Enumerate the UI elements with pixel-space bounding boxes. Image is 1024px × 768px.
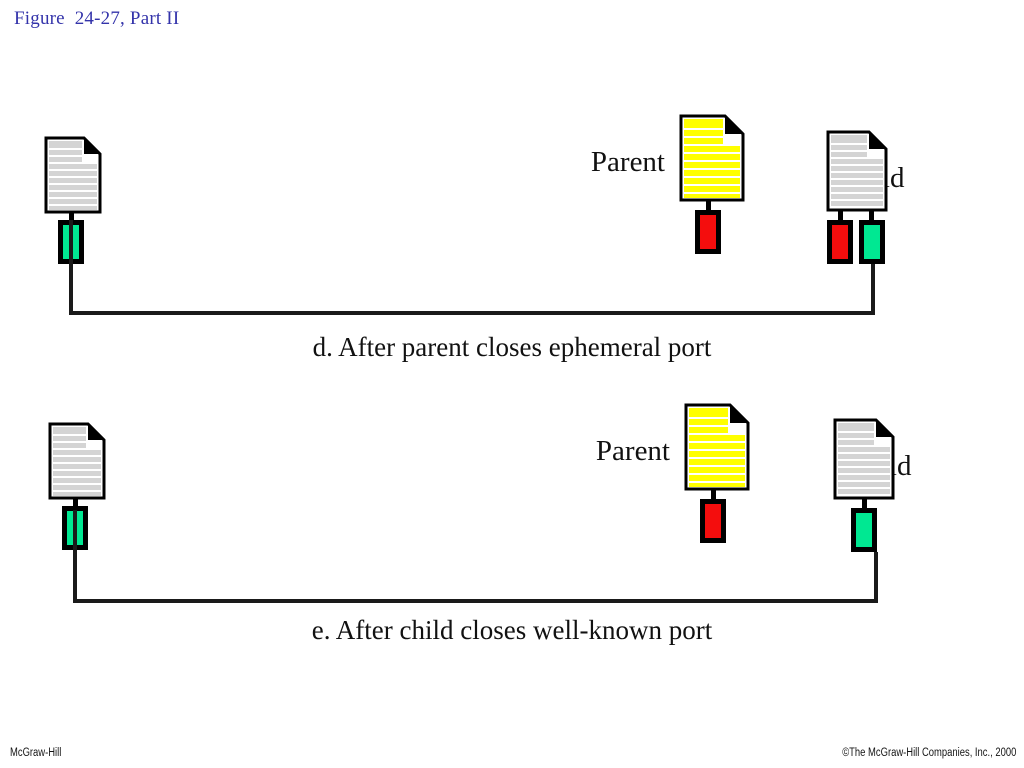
connection-wire-left (69, 220, 73, 314)
port-fill (832, 225, 848, 259)
port-red-child (827, 220, 853, 264)
connection-wire-bottom (73, 599, 878, 603)
connection-wire-bottom (69, 311, 875, 315)
port-green-child (859, 220, 885, 264)
document-icon (826, 130, 888, 212)
port-fill (700, 215, 716, 249)
port-red-parent (695, 210, 721, 254)
port-green-child (851, 508, 877, 552)
connection-wire-left (73, 510, 77, 602)
panel-d: Parent (0, 100, 1024, 380)
document-icon (833, 418, 895, 500)
footer-publisher: McGraw-Hill (10, 747, 62, 759)
port-stem (869, 210, 874, 222)
port-stem (862, 498, 867, 510)
port-stem (711, 489, 716, 501)
document-icon (679, 114, 745, 202)
panel-e: Parent (0, 390, 1024, 670)
port-stem (69, 212, 74, 222)
connection-wire-right (874, 552, 878, 602)
port-stem (73, 498, 78, 508)
port-fill (856, 513, 872, 547)
footer-copyright: ©The McGraw-Hill Companies, Inc., 2000 (841, 747, 1016, 759)
document-icon (44, 136, 102, 214)
port-stem (838, 210, 843, 222)
port-red-parent (700, 499, 726, 543)
panel-caption-e: e. After child closes well-known port (311, 615, 713, 645)
port-fill (864, 225, 880, 259)
node-label-parent: Parent (595, 435, 670, 467)
panel-caption-d: d. After parent closes ephemeral port (312, 332, 712, 362)
figure-title: Figure 24-27, Part II (14, 8, 180, 29)
port-stem (706, 200, 711, 212)
node-label-parent: Parent (590, 146, 665, 178)
port-fill (705, 504, 721, 538)
connection-wire-right (871, 264, 875, 314)
document-icon (48, 422, 106, 500)
document-icon (684, 403, 750, 491)
